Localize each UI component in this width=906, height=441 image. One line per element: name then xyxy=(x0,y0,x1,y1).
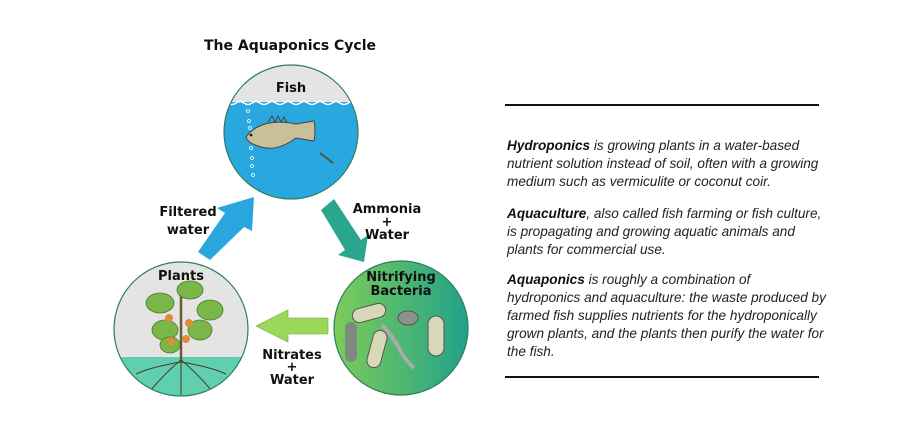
definition-hydroponics: Hydroponics is growing plants in a water… xyxy=(507,137,827,191)
arrow-fish-to-bacteria xyxy=(321,199,368,262)
definition-aquaculture: Aquaculture, also called fish farming or… xyxy=(507,205,827,259)
definition-aquaponics: Aquaponics is roughly a combination of h… xyxy=(507,271,827,361)
definition-text: , also called fish farming or fish cultu… xyxy=(507,206,822,257)
term: Aquaponics xyxy=(507,272,585,287)
plants-node: Plants xyxy=(113,261,249,397)
plant-icon xyxy=(135,280,227,395)
top-divider xyxy=(505,104,819,106)
bacteria-node: Nitrifying Bacteria xyxy=(333,260,469,396)
bubbles-icon xyxy=(246,109,255,177)
definition-text: is roughly a combination of hydroponics … xyxy=(507,272,826,359)
filtered-water-label: water xyxy=(167,223,210,238)
term: Aquaculture xyxy=(507,206,587,221)
bacteria-icon xyxy=(345,302,445,370)
bacteria-label-line2: Bacteria xyxy=(370,284,431,299)
nitrates-label: Nitrates xyxy=(262,348,322,363)
diagram-title: The Aquaponics Cycle xyxy=(204,38,376,54)
plants-label: Plants xyxy=(158,269,204,284)
arrow-bacteria-to-plants xyxy=(255,309,329,343)
nitrates-plus: + xyxy=(287,360,298,375)
arrow-plants-to-fish xyxy=(198,197,254,260)
ammonia-label: Ammonia xyxy=(353,202,422,217)
definition-text: is growing plants in a water-based nutri… xyxy=(507,138,819,189)
ammonia-plus: + xyxy=(382,215,393,230)
fish-label: Fish xyxy=(276,81,306,96)
bacteria-label-line1: Nitrifying xyxy=(366,270,436,285)
aquaponics-diagram: The Aquaponics Cycle Fish xyxy=(113,38,469,397)
fish-icon xyxy=(245,114,316,149)
fish-node: Fish xyxy=(223,64,359,200)
bottom-divider xyxy=(505,376,819,378)
term: Hydroponics xyxy=(507,138,591,153)
filtered-label: Filtered xyxy=(159,205,216,220)
nitrates-water-label: Water xyxy=(270,373,315,388)
ammonia-water-label: Water xyxy=(365,228,410,243)
